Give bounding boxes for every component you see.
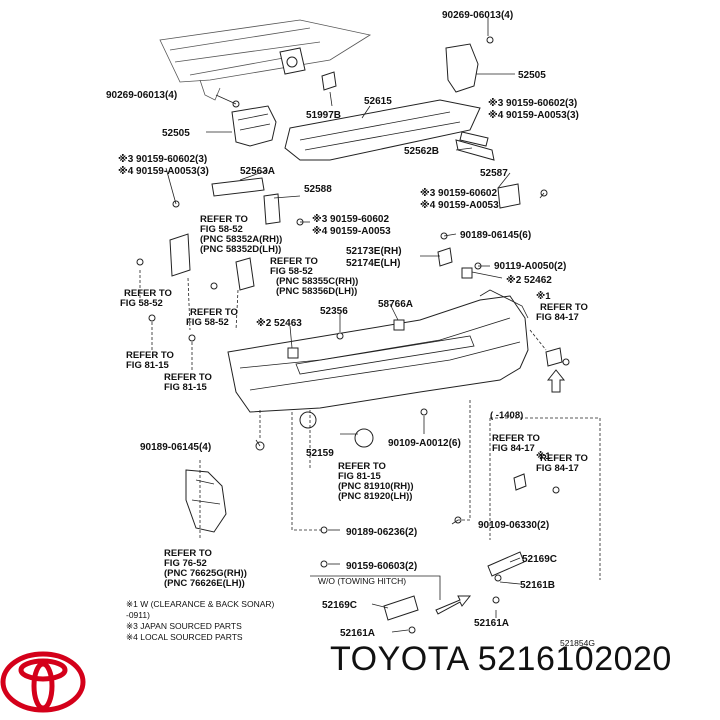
- footnote-1b: -0911): [126, 610, 150, 620]
- diagram-drawing: [136, 19, 570, 634]
- label-52587: 52587: [480, 168, 508, 179]
- refer-r11: REFER TO FIG 76-52 (PNC 76625G(RH)) (PNC…: [164, 548, 250, 589]
- label-90159-60602-left: ※3 90159-60602(3): [118, 153, 207, 165]
- label-90159-a0053-top: ※4 90159-A0053(3): [488, 109, 579, 121]
- label-towing-hitch: W/O (TOWING HITCH): [318, 576, 406, 586]
- label-90159-60602-mid: ※3 90159-60602: [312, 213, 389, 225]
- label-figure-id: 521854G: [560, 638, 595, 648]
- label-90159-60603: 90159-60603(2): [346, 561, 417, 572]
- label-90159-60602-right: ※3 90159-60602: [420, 187, 497, 199]
- refer-r1: REFER TO FIG 58-52 (PNC 58352A(RH)) (PNC…: [200, 214, 285, 255]
- refer-r6: REFER TO FIG 81-15: [164, 372, 215, 393]
- refer-r3: REFER TO FIG 58-52: [120, 288, 175, 309]
- label-date-range: ( -1408): [490, 410, 523, 421]
- label-52161a-left: 52161A: [340, 628, 375, 639]
- label-52505-right: 52505: [518, 70, 546, 81]
- logo-horizontal-ring: [18, 658, 68, 682]
- refer-r10: REFER TO FIG 81-15 (PNC 81910(RH)) (PNC …: [338, 461, 416, 502]
- label-90159-60602-top: ※3 90159-60602(3): [488, 97, 577, 109]
- leader-lines: [139, 18, 601, 633]
- label-52588: 52588: [304, 184, 332, 195]
- label-90189-06145-4: 90189-06145(4): [140, 442, 211, 453]
- refer-r7: REFER TO FIG 84-17: [536, 302, 591, 323]
- footnote-4: ※4 LOCAL SOURCED PARTS: [126, 632, 243, 642]
- refer-r2: REFER TO FIG 58-52 (PNC 58355C(RH)) (PNC…: [270, 256, 361, 297]
- label-52462: ※2 52462: [506, 274, 552, 286]
- label-90159-a0053-mid: ※4 90159-A0053: [312, 225, 391, 237]
- label-90269-06013-left: 90269-06013(4): [106, 90, 177, 101]
- toyota-logo-icon: [0, 651, 86, 713]
- brand-name: TOYOTA: [330, 640, 468, 678]
- label-52463: ※2 52463: [256, 317, 302, 329]
- refer-r5: REFER TO FIG 81-15: [126, 350, 177, 371]
- label-52562b: 52562B: [404, 146, 439, 157]
- label-52161a-right: 52161A: [474, 618, 509, 629]
- label-52174e: 52174E(LH): [346, 258, 400, 269]
- label-52169c-left: 52169C: [322, 600, 357, 611]
- label-52159: 52159: [306, 448, 334, 459]
- label-58766a: 58766A: [378, 299, 413, 310]
- label-note1-top: ※1: [536, 291, 551, 302]
- label-52173e: 52173E(RH): [346, 246, 402, 257]
- label-90109-06330: 90109-06330(2): [478, 520, 549, 531]
- label-90159-a0053-right: ※4 90159-A0053: [420, 199, 499, 211]
- footnotes: ※1 W (CLEARANCE & BACK SONAR) -0911) ※3 …: [126, 599, 275, 642]
- footnote-1: ※1 W (CLEARANCE & BACK SONAR): [126, 599, 275, 609]
- label-52615: 52615: [364, 96, 392, 107]
- label-90269-06013-top: 90269-06013(4): [442, 10, 513, 21]
- label-90119-a0050: 90119-A0050(2): [494, 261, 566, 272]
- label-90159-a0053-left: ※4 90159-A0053(3): [118, 165, 209, 177]
- refer-r8: REFER TO FIG 84-17: [492, 433, 543, 454]
- label-51997b: 51997B: [306, 110, 341, 121]
- part-number-caption: TOYOTA 5216102020: [330, 640, 672, 679]
- label-52161b: 52161B: [520, 580, 555, 591]
- part-labels: 90269-06013(4) 52505 90269-06013(4) 5199…: [106, 10, 595, 648]
- part-number: 5216102020: [477, 640, 672, 678]
- refer-r4: REFER TO FIG 58-52: [186, 307, 241, 328]
- label-90109-a0012: 90109-A0012(6): [388, 438, 461, 449]
- reference-labels: REFER TO FIG 58-52 (PNC 58352A(RH)) (PNC…: [120, 214, 591, 589]
- label-52563a: 52563A: [240, 166, 275, 177]
- footnote-3: ※3 JAPAN SOURCED PARTS: [126, 621, 242, 631]
- label-90189-06236: 90189-06236(2): [346, 527, 417, 538]
- label-52356: 52356: [320, 306, 348, 317]
- logo-vertical-ring: [31, 661, 55, 711]
- label-52505-left: 52505: [162, 128, 190, 139]
- label-note1-bottom: ※1: [536, 451, 551, 462]
- label-52169c-right: 52169C: [522, 554, 557, 565]
- label-90189-06145-6: 90189-06145(6): [460, 230, 531, 241]
- refer-r9: REFER TO FIG 84-17: [536, 453, 591, 474]
